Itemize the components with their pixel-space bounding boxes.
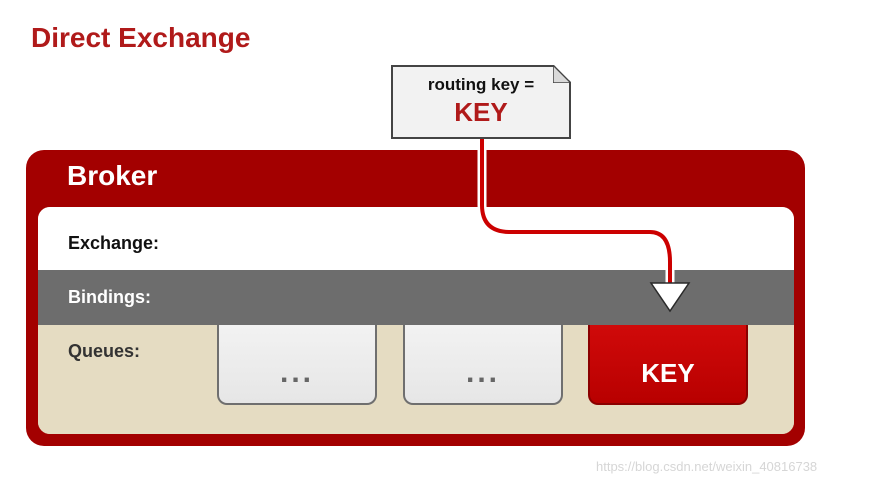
diagram-title: Direct Exchange [31,22,251,53]
routing-path [477,133,675,287]
message-note: routing key = KEY [391,65,571,139]
routing-path-core [480,136,672,284]
note-folded-corner-icon [553,65,571,83]
queue-key-label: KEY [641,357,695,388]
queues-label: Queues: [68,341,141,361]
exchange-label: Exchange: [68,233,160,253]
queue-key: KEY [588,325,748,405]
watermark: https://blog.csdn.net/weixin_40816738 [596,459,818,474]
queue-1: ... [217,325,377,405]
broker-label: Broker [67,160,158,191]
queue-1-label: ... [279,356,314,389]
queue-2-label: ... [465,356,500,389]
routing-arrowhead [649,282,691,313]
routing-key-value: KEY [454,97,508,127]
bindings-label: Bindings: [68,287,151,307]
queue-2: ... [403,325,563,405]
routing-key-label: routing key = [427,75,535,94]
